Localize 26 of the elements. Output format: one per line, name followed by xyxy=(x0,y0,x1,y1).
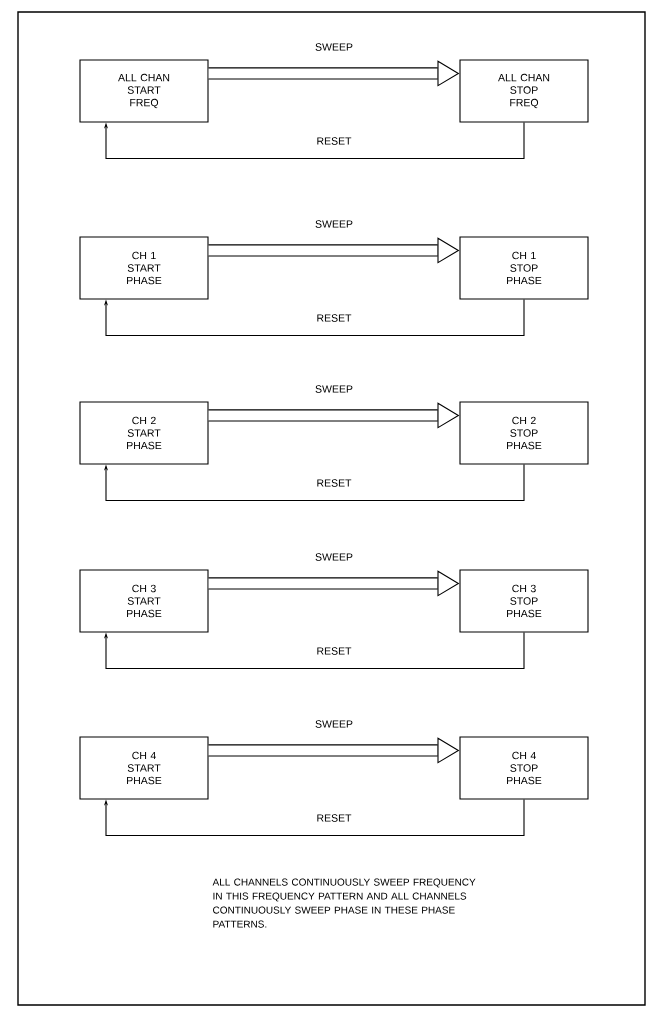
edge-label: SWEEP xyxy=(314,552,354,562)
edge-label: RESET xyxy=(315,478,353,488)
state-box: CH 3 STOP PHASE xyxy=(459,569,589,633)
state-box: CH 4 START PHASE xyxy=(79,736,209,800)
state-box: CH 1 STOP PHASE xyxy=(459,236,589,300)
edge-label: RESET xyxy=(315,313,353,323)
reset-arrow xyxy=(103,632,525,670)
state-box: CH 2 STOP PHASE xyxy=(459,401,589,465)
edge-label: SWEEP xyxy=(314,384,354,394)
state-box: CH 4 STOP PHASE xyxy=(459,736,589,800)
edge-label: SWEEP xyxy=(314,42,354,52)
edge-label: RESET xyxy=(315,136,353,146)
state-box: CH 2 START PHASE xyxy=(79,401,209,465)
edge-label: RESET xyxy=(315,813,353,823)
reset-arrow xyxy=(103,299,525,337)
edge-label: SWEEP xyxy=(314,719,354,729)
reset-arrow xyxy=(103,799,525,837)
reset-arrow xyxy=(103,464,525,502)
state-box: CH 1 START PHASE xyxy=(79,236,209,300)
reset-arrow xyxy=(103,122,525,160)
state-box: ALL CHAN START FREQ xyxy=(79,59,209,123)
state-box: ALL CHAN STOP FREQ xyxy=(459,59,589,123)
state-box: CH 3 START PHASE xyxy=(79,569,209,633)
edge-label: RESET xyxy=(315,646,353,656)
edge-label: SWEEP xyxy=(314,219,354,229)
note-text: ALL CHANNELS CONTINUOUSLY SWEEP FREQUENCY IN THIS FREQUENCY PATTERN AND ALL CHANNELS CONTINUOUSLY SWEEP PHASE IN THESE PHASE PATTERNS. xyxy=(212,878,476,928)
